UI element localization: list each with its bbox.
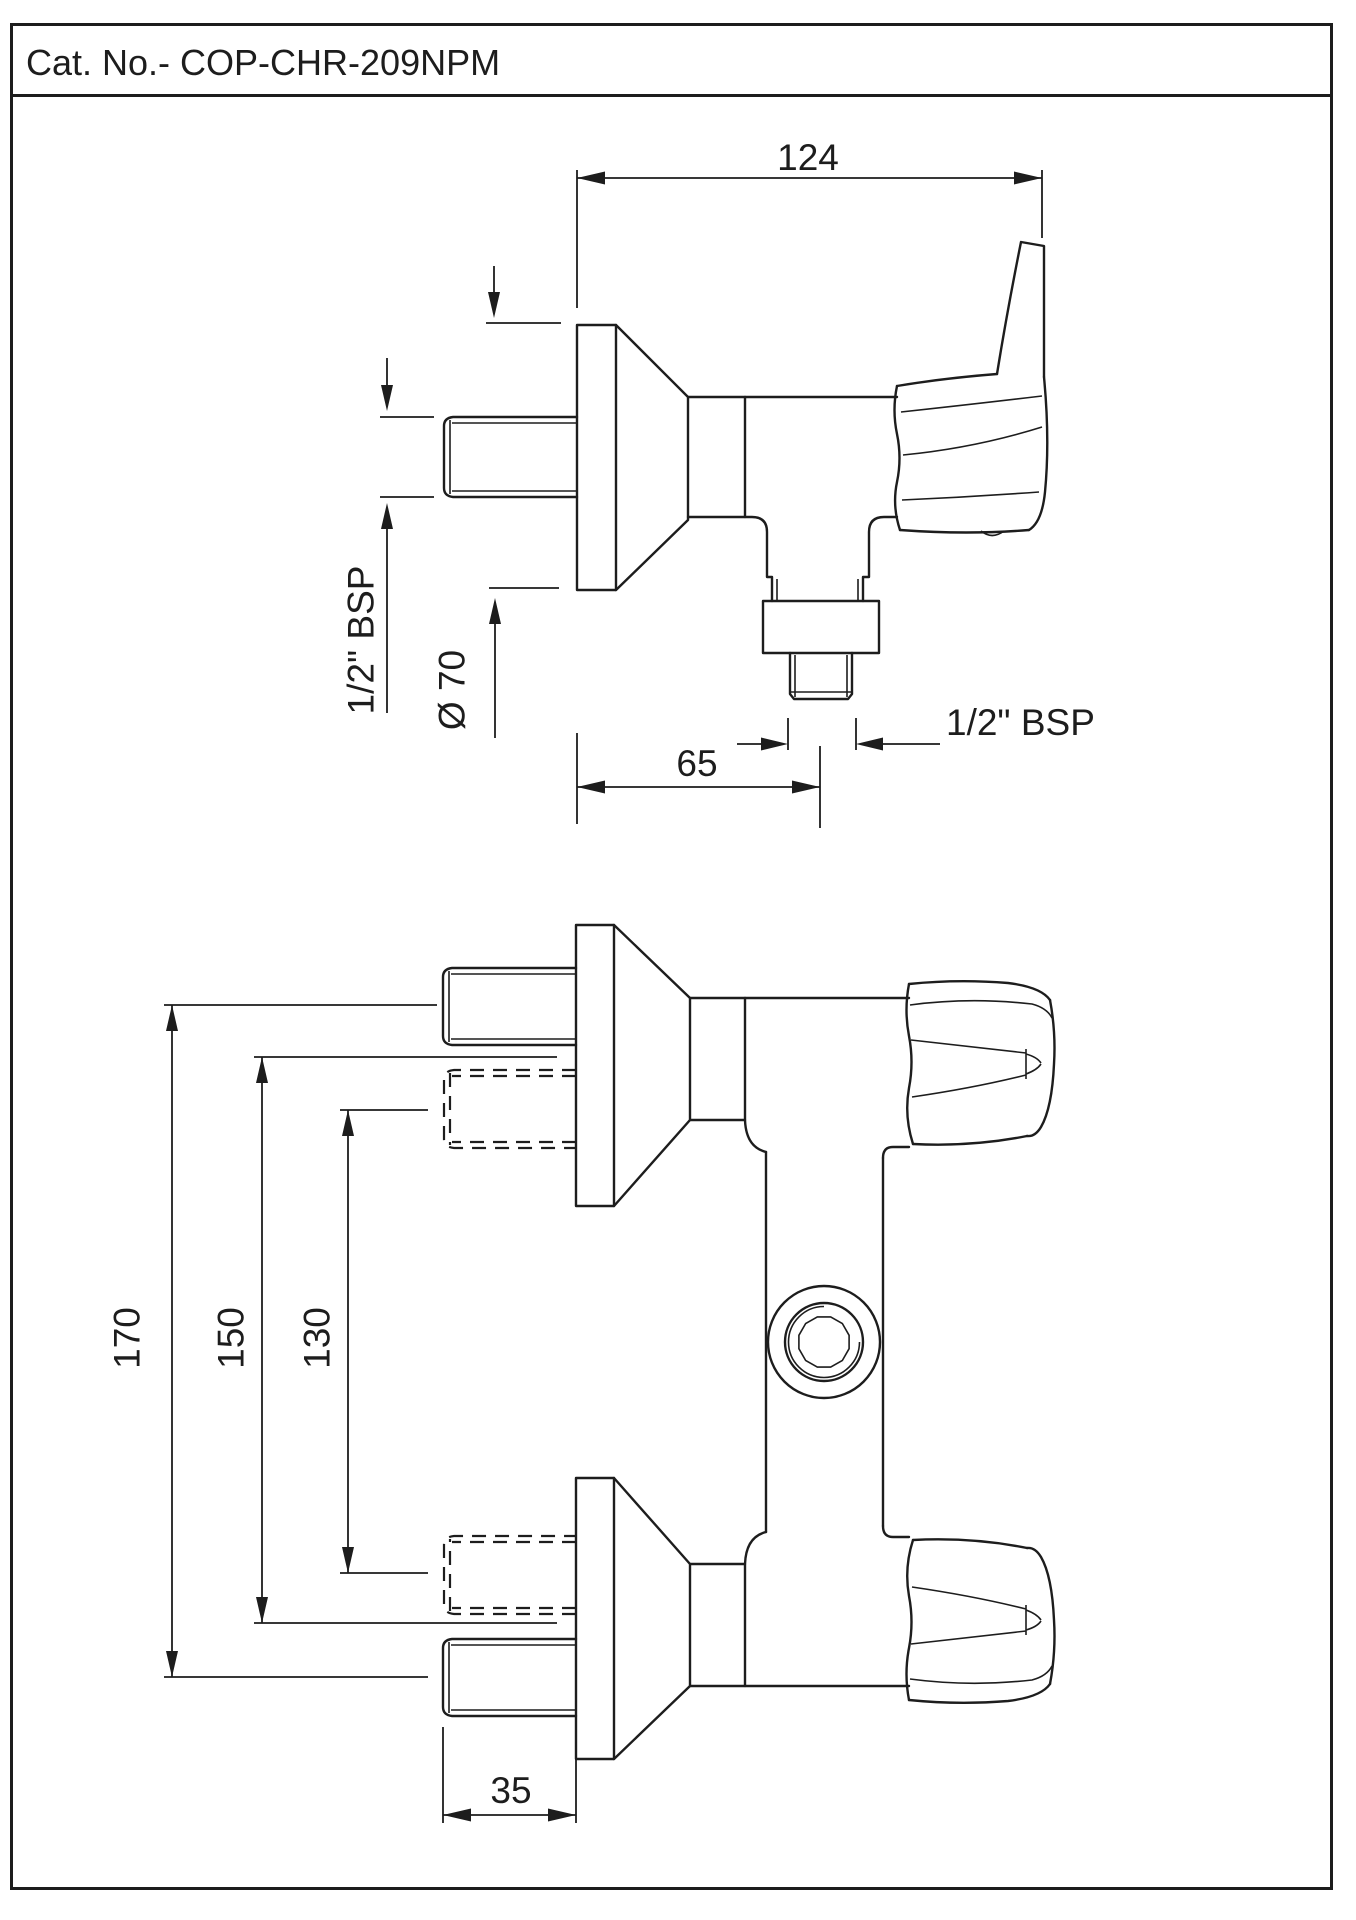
inlet-pipe — [441, 966, 578, 1047]
valve-body — [686, 395, 899, 603]
inlet-pipe — [442, 415, 579, 499]
dim-inlet-thread-label: 1/2" BSP — [341, 566, 382, 715]
title-block: Cat. No.- COP-CHR-209NPM — [10, 23, 1333, 1890]
dimension-overall-width: 124 — [576, 137, 1043, 308]
front-view-upper-assembly — [441, 923, 1056, 1208]
dimension-cc-outer: 170 — [107, 1004, 437, 1678]
dimension-inlet-thread: 1/2" BSP — [341, 358, 434, 715]
dim-35-label: 35 — [490, 1770, 531, 1811]
dim-150-label: 150 — [211, 1307, 252, 1369]
side-view: 124 Ø 70 1/2" BSP 65 — [341, 137, 1095, 828]
dim-130-label: 130 — [297, 1307, 338, 1369]
front-view: 170 150 130 35 — [107, 923, 1056, 1823]
outlet-port — [766, 1284, 882, 1400]
handle-lever — [995, 240, 1046, 379]
dimension-outlet-offset: 65 — [576, 733, 821, 828]
outlet-nut — [761, 599, 881, 655]
dim-65-label: 65 — [676, 743, 717, 784]
catalog-number: Cat. No.- COP-CHR-209NPM — [26, 42, 500, 83]
dimension-cc-mid: 150 — [211, 1056, 557, 1624]
dim-170-label: 170 — [107, 1307, 148, 1369]
wall-flange — [574, 923, 692, 1208]
outlet-thread — [788, 651, 854, 701]
dimension-inlet-projection: 35 — [442, 1727, 577, 1823]
dim-flange-diameter-label: Ø 70 — [432, 650, 473, 730]
dim-outlet-thread-label: 1/2" BSP — [946, 702, 1095, 743]
dimension-flange-diameter: Ø 70 — [432, 266, 561, 738]
dimension-cc-inner: 130 — [297, 1109, 428, 1574]
body-bar — [764, 1150, 885, 1534]
handle-knob — [893, 240, 1049, 537]
handle-knob — [905, 980, 1056, 1146]
dimension-outlet-thread: 1/2" BSP — [737, 702, 1095, 751]
valve-body — [688, 996, 911, 1160]
front-view-lower-assembly — [441, 1476, 1056, 1761]
alternate-inlet-pipe-hidden — [442, 1068, 576, 1150]
wall-flange — [575, 323, 690, 592]
dim-124-label: 124 — [777, 137, 839, 178]
sheet-border — [10, 23, 1333, 1890]
